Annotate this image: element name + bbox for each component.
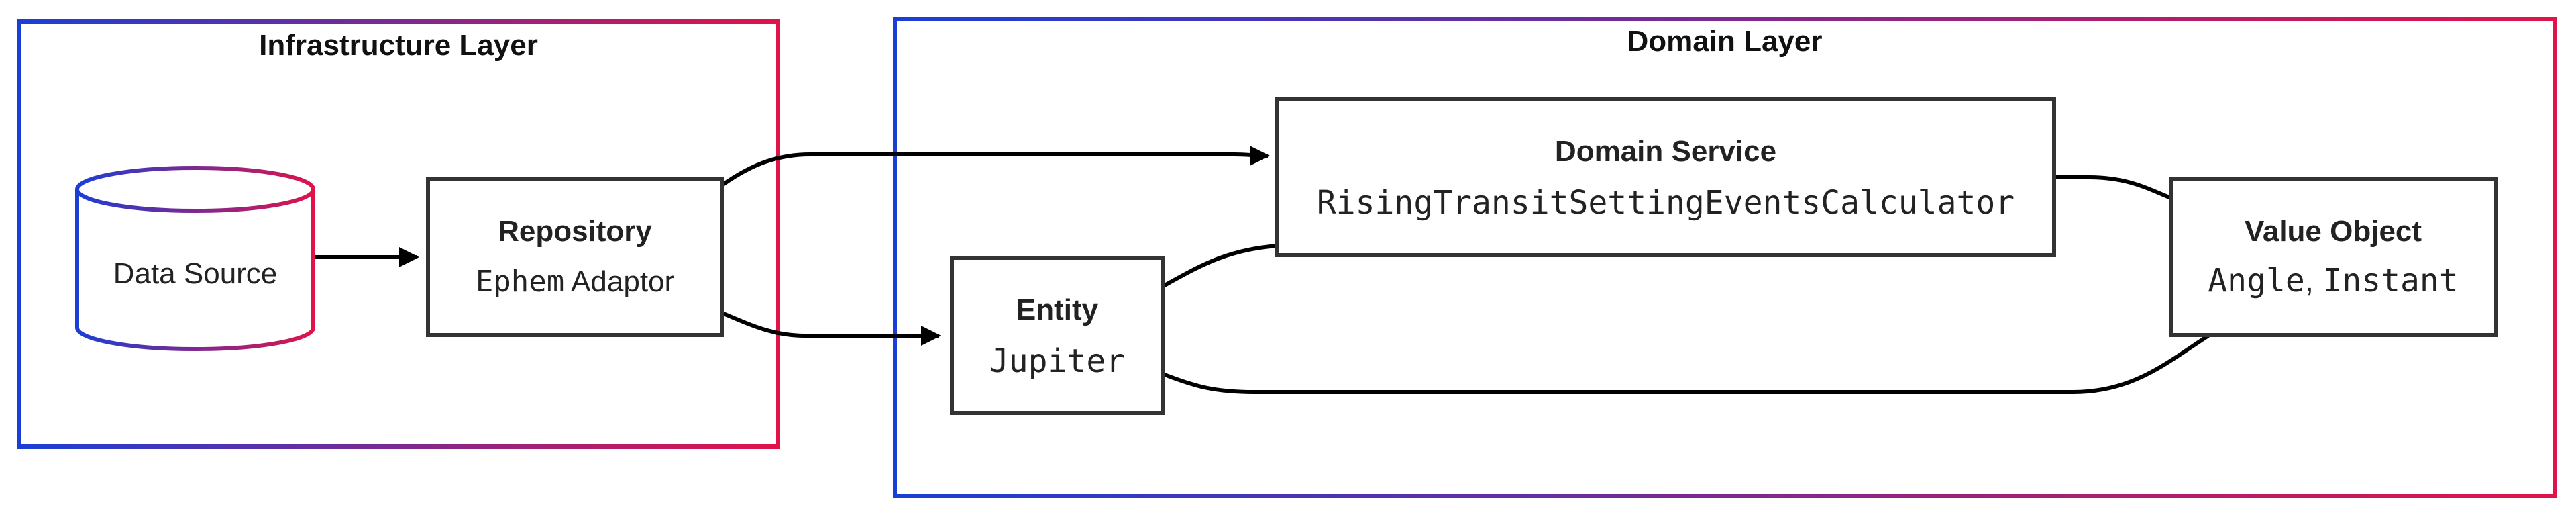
domain-layer-frame [893, 17, 2557, 498]
value-object-detail-separator: , [2305, 263, 2323, 299]
domain-service-detail: RisingTransitSettingEventsCalculator [1317, 184, 2015, 222]
entity-box [950, 256, 1165, 415]
connector-domain-service-to-value-object [2055, 175, 2172, 200]
domain-service-box [1275, 97, 2056, 257]
repository-box [426, 177, 724, 337]
repository-title: Repository [498, 215, 652, 248]
value-object-detail-instant: Instant [2322, 262, 2458, 299]
value-object-box [2169, 177, 2498, 337]
infrastructure-layer-title: Infrastructure Layer [259, 29, 538, 62]
repository-detail-text: Adaptor [564, 265, 674, 298]
entity-node: Entity Jupiter [950, 256, 1165, 415]
value-object-detail: Angle, Instant [2208, 262, 2458, 299]
data-source-label: Data Source [113, 257, 278, 290]
repository-detail: Ephem Adaptor [476, 265, 674, 299]
connector-entity-to-domain-service [1163, 244, 1278, 287]
domain-layer-title: Domain Layer [1627, 25, 1823, 58]
connector-repository-to-entity [720, 311, 941, 346]
data-source-node: Data Source [75, 166, 315, 351]
value-object-node: Value Object Angle, Instant [2169, 177, 2498, 337]
database-cylinder-top [75, 166, 315, 213]
domain-service-node: Domain Service RisingTransitSettingEvent… [1275, 97, 2056, 257]
entity-title: Entity [1016, 293, 1099, 326]
database-icon [75, 189, 315, 351]
repository-node: Repository Ephem Adaptor [426, 177, 724, 337]
value-object-detail-angle: Angle [2208, 262, 2305, 299]
infrastructure-layer-frame [17, 19, 780, 449]
connector-repository-to-domain-service [720, 145, 1270, 187]
entity-detail: Jupiter [989, 342, 1125, 380]
connector-entity-to-value-object [1163, 334, 2210, 394]
repository-detail-code: Ephem [476, 265, 564, 299]
value-object-title: Value Object [2245, 215, 2422, 248]
domain-service-title: Domain Service [1555, 135, 1776, 168]
